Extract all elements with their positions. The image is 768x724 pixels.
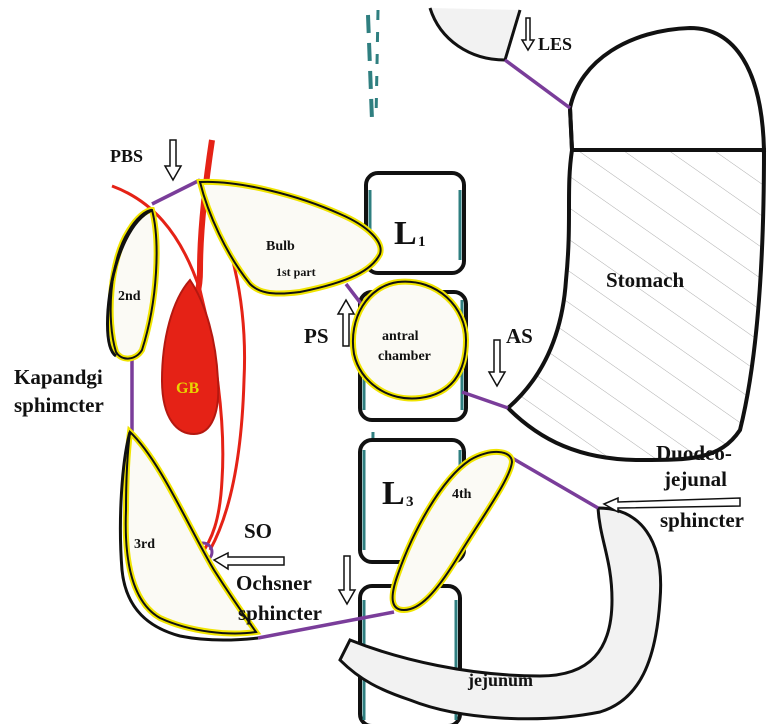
antral-label-2: chamber: [378, 349, 431, 364]
gallbladder-shape: [162, 280, 218, 434]
stomach-body: [508, 150, 764, 460]
pbs-line: [152, 180, 200, 204]
pbs-label: PBS: [110, 146, 143, 166]
les-arrow-icon: [522, 18, 534, 50]
l3-label: L: [382, 475, 405, 512]
l1-label: L: [394, 215, 417, 252]
stomach-fundus: [570, 28, 764, 150]
as-line: [462, 392, 508, 408]
antral-label-1: antral: [382, 329, 419, 344]
duodeo-label-1: Duodeo-: [656, 441, 732, 465]
stomach-label: Stomach: [606, 268, 684, 292]
so-arrow-icon: [214, 553, 284, 569]
duodeo-label-2: jejunal: [663, 467, 727, 491]
l3-subscript: 3: [406, 494, 414, 510]
first-part-label: 1st part: [276, 265, 316, 279]
second-part-segment: [111, 210, 157, 359]
stomach-neck: [570, 108, 572, 150]
duodeojejunal-line: [512, 458, 598, 508]
pbs-arrow-icon: [165, 140, 181, 180]
so-label: SO: [244, 519, 272, 543]
vertebra-top: [368, 15, 372, 120]
kapandgi-label-1: Kapandgi: [14, 365, 103, 389]
as-arrow-icon: [489, 340, 505, 386]
fourth-part-label: 4th: [452, 487, 472, 502]
esophagus: [430, 8, 520, 60]
duodeo-label-3: sphincter: [660, 508, 744, 532]
stomach: [508, 28, 764, 460]
ochsner-label-1: Ochsner: [236, 571, 312, 595]
gb-label: GB: [176, 380, 199, 397]
jejunum-label: jejunum: [467, 670, 533, 690]
ochsner-arrow-icon: [339, 556, 355, 604]
ochsner-label-2: sphincter: [238, 601, 322, 625]
second-part-label: 2nd: [118, 289, 141, 304]
as-label: AS: [506, 324, 533, 348]
les-label: LES: [538, 34, 572, 54]
l1-subscript: 1: [418, 234, 426, 250]
ps-label: PS: [304, 324, 329, 348]
third-part-label: 3rd: [134, 537, 155, 552]
les-line: [505, 60, 570, 108]
kapandgi-label-2: sphimcter: [14, 393, 104, 417]
bulb-label: Bulb: [266, 239, 295, 254]
